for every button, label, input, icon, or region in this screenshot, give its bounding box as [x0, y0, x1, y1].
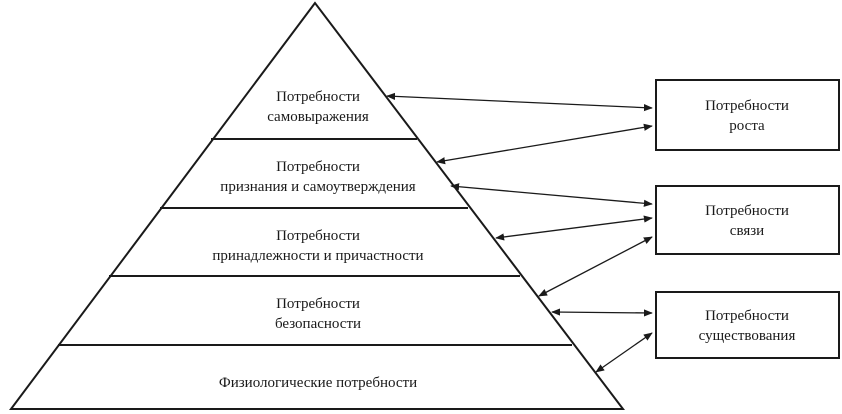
box-existence	[655, 291, 840, 359]
level-esteem-label-2: признания и самоутверждения	[220, 179, 415, 195]
level-safety-label-1: Потребности	[276, 296, 360, 312]
box-growth	[655, 79, 840, 151]
level-safety-label-2: безопасности	[275, 316, 361, 332]
arrow-esteem-growth	[436, 123, 653, 165]
arrow-safety-existence	[551, 308, 653, 317]
pyramid-outline	[9, 1, 626, 410]
level-self-actualization-label-1: Потребности	[276, 89, 360, 105]
box-existence-label-2: существования	[699, 328, 796, 344]
box-existence-label-1: Потребности	[705, 308, 789, 324]
box-relatedness	[655, 185, 840, 255]
arrow-esteem-relatedness	[450, 183, 653, 207]
arrow-safety-relatedness	[538, 236, 653, 297]
box-relatedness-label-1: Потребности	[705, 203, 789, 219]
arrow-belonging-relatedness	[495, 215, 653, 241]
level-self-actualization-label-2: самовыражения	[267, 109, 369, 125]
arrow-selfactualization-growth	[386, 92, 653, 112]
level-esteem-label-1: Потребности	[276, 159, 360, 175]
box-growth-label-1: Потребности	[705, 98, 789, 114]
box-relatedness-label-2: связи	[730, 223, 764, 239]
level-belonging-label-1: Потребности	[276, 228, 360, 244]
level-physiological-label: Физиологические потребности	[219, 375, 417, 391]
box-growth-label-2: роста	[729, 118, 765, 134]
arrow-physiological-existence	[595, 332, 653, 373]
level-belonging-label-2: принадлежности и причастности	[212, 248, 423, 264]
